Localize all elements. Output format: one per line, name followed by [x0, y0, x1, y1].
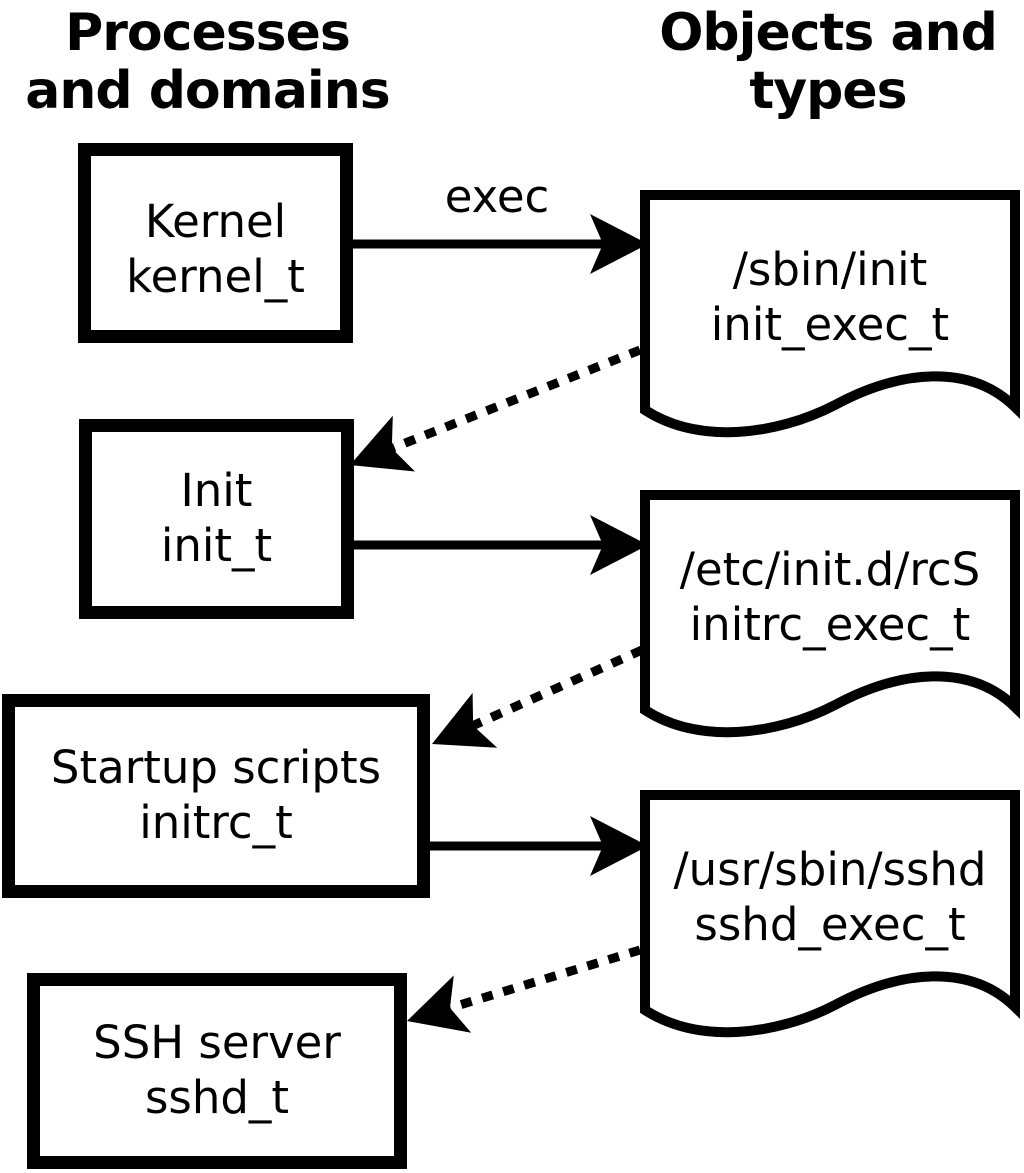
exec-arrow-kernel-arrowhead-icon: [590, 214, 648, 274]
object-node-usr-sbin-sshd: /usr/sbin/sshd sshd_exec_t: [645, 795, 1015, 1000]
column-header-processes: Processes and domains: [25, 3, 390, 122]
process-node-ssh-server: SSH server sshd_t: [27, 973, 407, 1169]
process-node-init: Init init_t: [79, 419, 354, 619]
object-path: /usr/sbin/sshd: [673, 842, 987, 896]
exec-edge-label: exec: [444, 170, 550, 223]
column-header-objects: Objects and types: [659, 3, 998, 122]
document-shape-sbin-init: [640, 190, 1020, 438]
object-type: init_exec_t: [710, 297, 950, 351]
object-node-etc-initd-rcs: /etc/init.d/rcS initrc_exec_t: [645, 495, 1015, 700]
object-type: sshd_exec_t: [694, 897, 966, 951]
transition-arrow-to-sshd-line: [445, 945, 642, 1014]
exec-arrow-startup-arrowhead-icon: [590, 816, 648, 876]
transition-arrow-to-init-arrowhead-icon: [350, 415, 415, 472]
process-domain-type: sshd_t: [144, 1071, 290, 1124]
process-node-startup-scripts: Startup scripts initrc_t: [2, 694, 430, 898]
object-path: /sbin/init: [732, 242, 928, 296]
process-name: Init: [180, 464, 253, 518]
document-shape-usr-sbin-sshd: [640, 790, 1020, 1038]
process-node-kernel: Kernel kernel_t: [78, 143, 353, 343]
transition-arrow-to-init-line: [387, 345, 642, 454]
exec-arrow-init-arrowhead-icon: [590, 515, 648, 575]
process-domain-type: init_t: [160, 519, 273, 572]
process-domain-type: initrc_t: [139, 796, 293, 849]
process-name: Kernel: [144, 195, 287, 249]
process-name: Startup scripts: [50, 741, 382, 795]
object-type: initrc_exec_t: [689, 597, 971, 651]
process-name: SSH server: [93, 1016, 341, 1070]
transition-arrow-to-startup-arrowhead-icon: [432, 692, 498, 748]
transition-arrow-to-sshd-arrowhead-icon: [407, 975, 472, 1033]
process-domain-type: kernel_t: [126, 250, 305, 303]
transition-arrow-to-startup-line: [468, 645, 644, 731]
object-node-sbin-init: /sbin/init init_exec_t: [645, 195, 1015, 400]
object-path: /etc/init.d/rcS: [679, 542, 981, 596]
document-shape-etc-initd-rcs: [640, 490, 1020, 738]
